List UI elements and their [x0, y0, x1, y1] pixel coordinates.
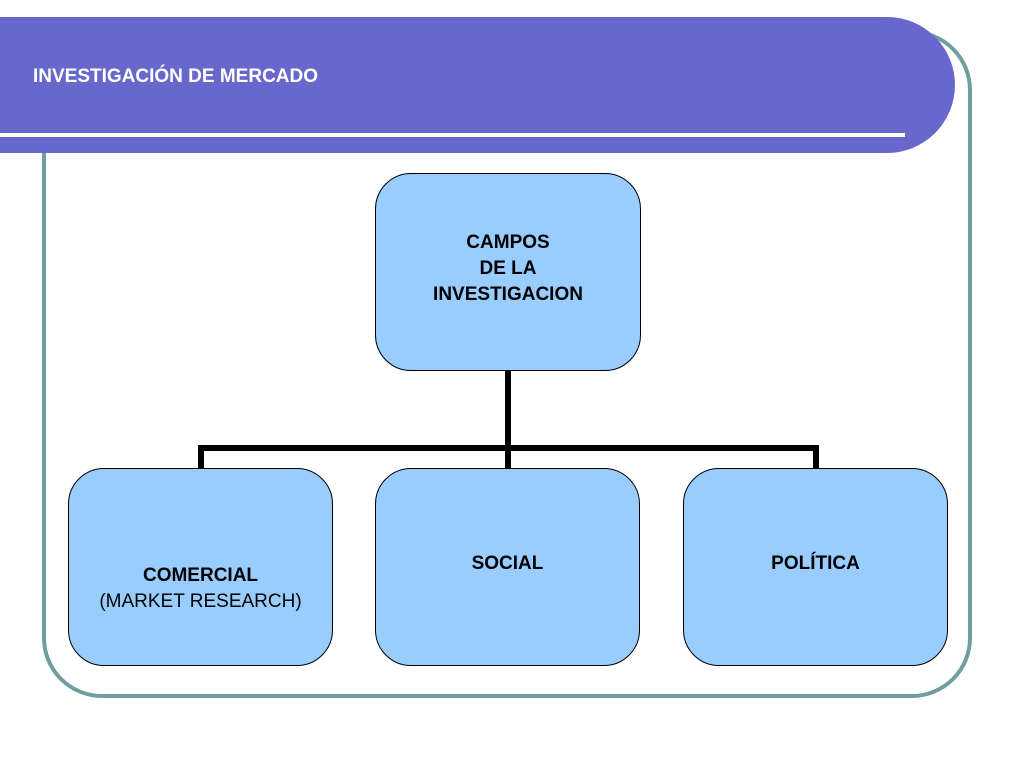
- header-band: [0, 17, 955, 153]
- social-label: SOCIAL: [471, 553, 544, 574]
- child-node-social: SOCIAL: [375, 468, 640, 666]
- comercial-sublabel: (MARKET RESEARCH): [99, 591, 302, 612]
- child-node-comercial: COMERCIAL (MARKET RESEARCH): [68, 468, 333, 666]
- child-node-politica: POLÍTICA: [683, 468, 948, 666]
- root-node-label: CAMPOS DE LA INVESTIGACION: [408, 230, 608, 308]
- root-node-campos: CAMPOS DE LA INVESTIGACION: [375, 173, 641, 371]
- politica-label: POLÍTICA: [771, 553, 860, 574]
- page-title: INVESTIGACIÓN DE MERCADO: [33, 66, 319, 87]
- header-divider-line: [0, 133, 905, 137]
- comercial-label: COMERCIAL: [142, 565, 259, 586]
- comercial-text: COMERCIAL (MARKET RESEARCH): [99, 563, 301, 615]
- root-line-2: DE LA: [479, 258, 537, 279]
- root-line-1: CAMPOS: [466, 232, 550, 253]
- root-line-3: INVESTIGACION: [433, 284, 583, 305]
